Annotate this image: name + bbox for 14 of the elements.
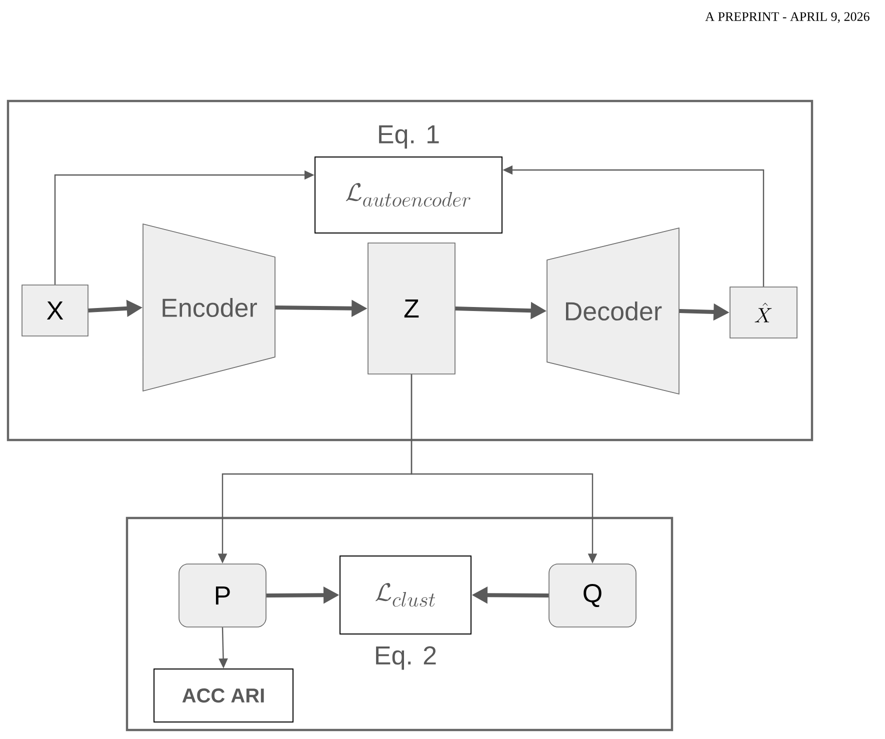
equation-label: Eq. 1 [379,125,439,149]
decoder-trapezoid: Decoder [546,228,680,395]
output-box: $\hat{X}$ [730,286,798,338]
equation-label: Eq. 2 [376,646,436,670]
input-box: X [22,284,88,336]
distribution-box: Q [548,564,636,628]
latent-box: Z [368,242,456,374]
loss-box: $\mathcal{L}_{autoencoder}$ [314,156,502,234]
metrics-box: ACC ARI [154,668,294,722]
page-header: A PREPRINT - APRIL 9, 2026 [705,12,870,23]
loss-box: $\mathcal{L}_{clust}$ [340,556,472,634]
distribution-box: P [178,564,266,628]
panel-frame [6,100,814,442]
panel-frame [126,516,674,732]
